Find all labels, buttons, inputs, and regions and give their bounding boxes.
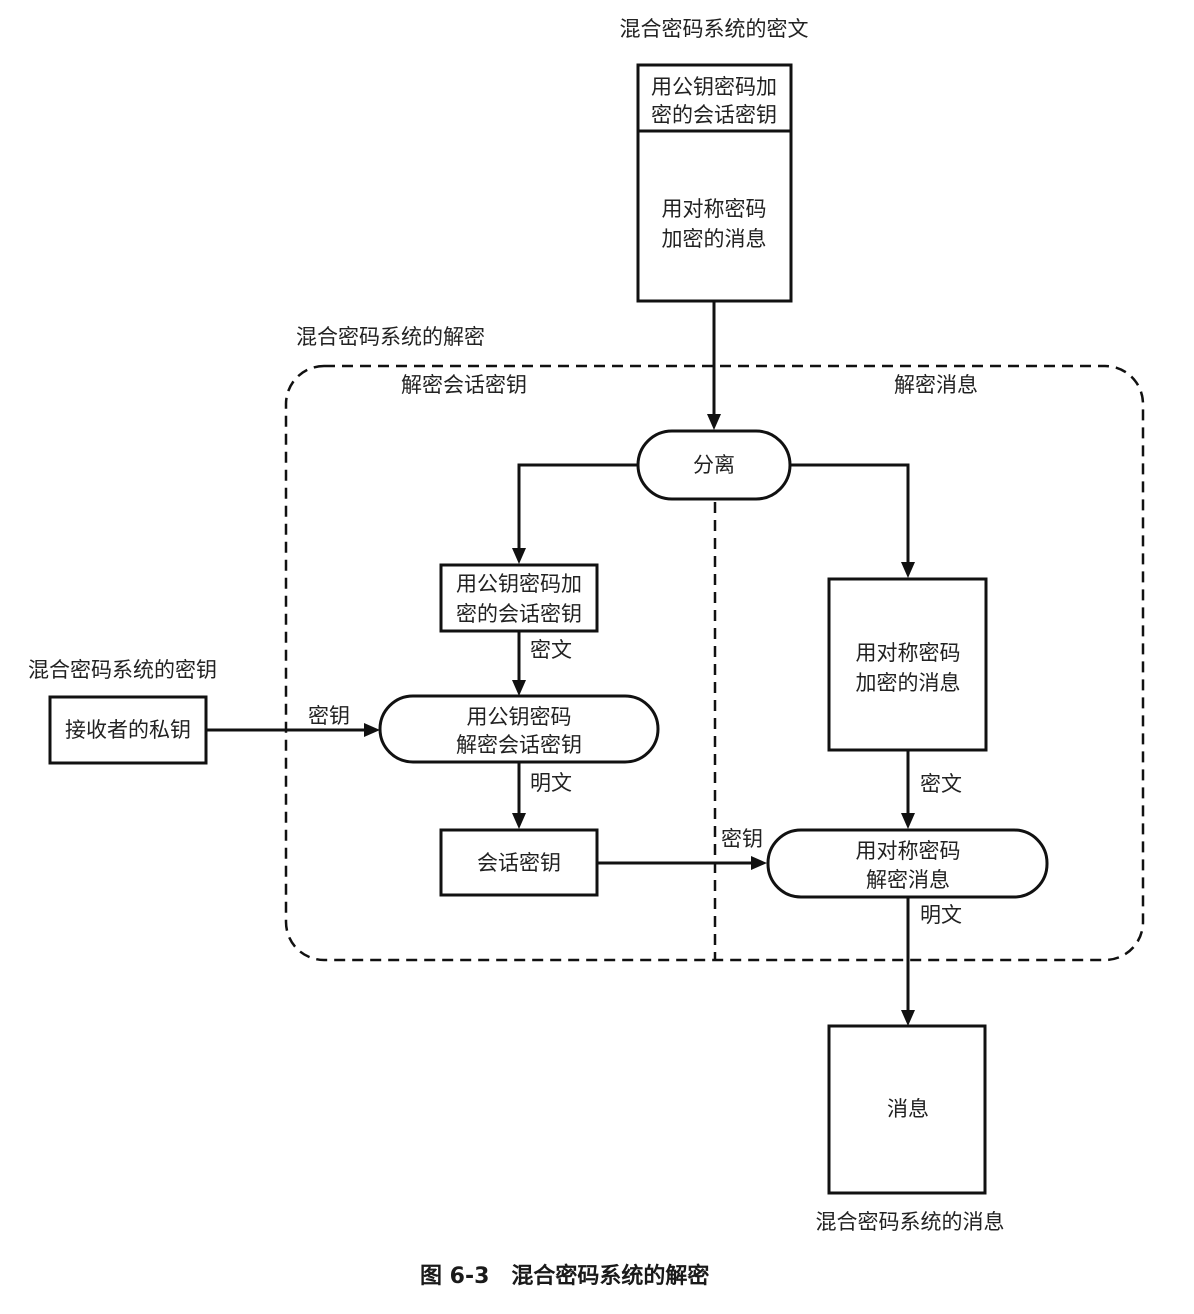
label-ciphertext-left: 密文: [530, 638, 572, 662]
arrowhead: [707, 414, 721, 430]
separate-label: 分离: [693, 453, 735, 477]
ciphertext-title: 混合密码系统的密文: [620, 17, 809, 41]
arrow-separate-to-enc-key: [517, 463, 638, 548]
figure-caption: 图 6-3 混合密码系统的解密: [420, 1263, 709, 1289]
pk-decrypt-line1: 用公钥密码: [467, 705, 572, 729]
arrowhead: [512, 548, 526, 564]
private-key-box: [48, 695, 208, 765]
sym-decrypt-line1: 用对称密码: [856, 839, 961, 863]
label-plaintext-right: 明文: [920, 903, 962, 927]
arrowhead: [512, 680, 526, 696]
ciphertext-top-line2: 密的会话密钥: [651, 103, 777, 127]
enc-message-line1: 用对称密码: [856, 641, 961, 665]
sym-decrypt-line2: 解密消息: [866, 868, 950, 892]
arrowhead: [901, 1010, 915, 1026]
key-system-title: 混合密码系统的密钥: [28, 658, 217, 682]
arrowhead: [901, 813, 915, 829]
left-section-title: 解密会话密钥: [401, 373, 527, 397]
message-box: [827, 1024, 987, 1195]
label-key-right: 密钥: [721, 827, 763, 851]
enc-message-line2: 加密的消息: [856, 671, 961, 695]
right-section-title: 解密消息: [894, 373, 978, 397]
pk-decrypt-line2: 解密会话密钥: [456, 733, 582, 757]
ciphertext-box: [636, 63, 793, 303]
message-label: 消息: [887, 1097, 929, 1121]
arrowhead: [751, 856, 767, 870]
arrowhead: [512, 813, 526, 829]
decrypt-region-title: 混合密码系统的解密: [296, 325, 485, 349]
label-plaintext-left: 明文: [530, 771, 572, 795]
enc-session-key-line2: 密的会话密钥: [456, 602, 582, 626]
ciphertext-top-line1: 用公钥密码加: [651, 75, 777, 99]
enc-session-key-box: [439, 563, 599, 633]
ciphertext-bottom-line2: 加密的消息: [662, 227, 767, 251]
arrowhead: [901, 562, 915, 578]
enc-session-key-line1: 用公钥密码加: [456, 572, 582, 596]
private-key-label: 接收者的私钥: [65, 718, 191, 742]
message-title: 混合密码系统的消息: [816, 1210, 1005, 1234]
session-key-label: 会话密钥: [477, 851, 561, 875]
arrowhead: [364, 723, 380, 737]
ciphertext-bottom-line1: 用对称密码: [662, 197, 767, 221]
arrow-separate-to-enc-message: [790, 463, 910, 562]
label-ciphertext-right: 密文: [920, 772, 962, 796]
label-key-left: 密钥: [308, 704, 350, 728]
